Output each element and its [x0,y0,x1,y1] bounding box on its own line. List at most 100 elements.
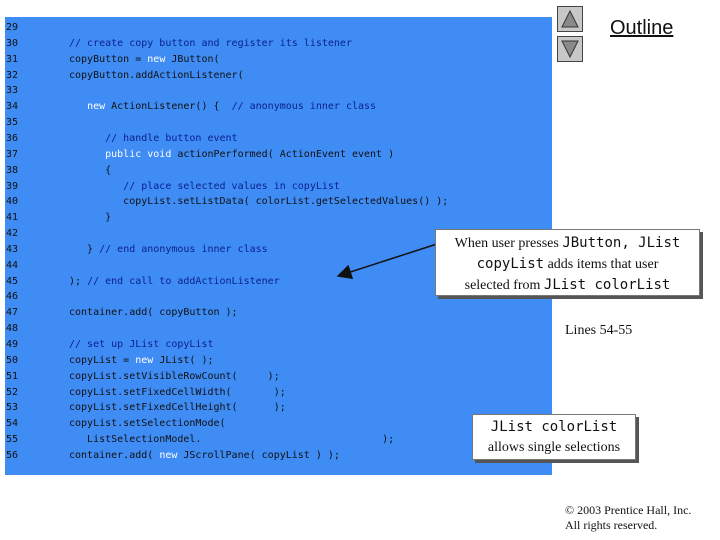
line-number: 48 [6,323,19,335]
callout2-line1-code: JList colorList [490,419,618,435]
code-line: ListSelectionModel. ); [69,434,394,446]
code-text: copyList.setSelectionMode( [69,418,226,430]
callout1-line1-code: JButton, JList [562,235,681,251]
code-text: container.add( [69,449,160,461]
line-number: 33 [6,85,19,97]
code-line: copyList.setVisibleRowCount( ); [69,371,280,383]
line-number: 29 [6,22,19,33]
code-line: // handle button event [69,132,238,145]
comment: // handle button event [105,132,238,144]
previous-slide-button[interactable] [557,6,583,32]
up-triangle-icon [561,10,579,28]
next-slide-button[interactable] [557,36,583,62]
line-number: 41 [6,212,19,224]
colorlist-callout: JList colorList allows single selections [472,414,636,460]
copy-button-callout: When user presses JButton, JList copyLis… [435,229,700,296]
code-text: JButton( [165,53,220,65]
line-number: 37 [6,148,19,160]
line-number: 38 [6,164,19,176]
line-number: 46 [6,291,19,303]
line-number: 50 [6,354,19,366]
callout1-line3-text: selected from [464,278,544,293]
line-number: 44 [6,259,19,271]
comment: // set up JList copyList [69,339,214,350]
code-text: copyList.setListData( colorList.getSelec… [69,196,449,208]
code-line: } [69,212,111,224]
code-line: copyList.setListData( colorList.getSelec… [69,196,448,208]
code-text: copyList.setFixedCellWidth( ); [69,386,286,398]
callout2-line2-text: allows single selections [487,440,621,455]
line-number: 31 [6,53,19,65]
code-text: { [69,164,112,176]
code-text: copyList.setFixedCellHeight( ); [69,402,286,414]
line-number: 51 [6,370,19,382]
code-line: copyList.setFixedCellHeight( ); [69,402,286,414]
code-text: JList( ); [153,354,214,366]
code-line: container.add( new JScrollPane( copyList… [69,450,340,462]
keyword: new [135,354,154,366]
line-number: 32 [6,69,19,81]
line-number: 40 [6,196,19,208]
callout1-line2-text: adds items that user [544,257,659,272]
code-line: copyButton.addActionListener( [69,70,244,82]
callout1-line2-code: copyList [476,256,545,272]
comment: // create copy button and register its l… [69,37,352,49]
line-number: 53 [6,402,19,414]
code-line: copyList.setSelectionMode( [69,418,226,430]
code-line: copyList.setFixedCellWidth( ); [69,387,286,399]
copyright-notice: © 2003 Prentice Hall, Inc. All rights re… [565,503,691,533]
code-text: copyButton.addActionListener( [69,69,244,81]
line-number: 45 [6,275,19,287]
keyword: new [159,449,178,461]
line-number: 34 [6,101,19,113]
code-text: } [69,212,112,224]
line-number: 54 [6,418,19,430]
code-line: // create copy button and register its l… [69,38,352,50]
line-number: 47 [6,307,19,319]
line-number: 42 [6,228,19,240]
code-text: copyButton = [69,53,148,65]
code-line: { [69,165,111,177]
code-text: copyList = [69,354,136,366]
line-number: 49 [6,339,19,350]
keyword: public void [105,148,172,160]
code-line: container.add( copyButton ); [69,307,238,319]
line-number: 35 [6,117,19,129]
code-line: ); // end call to addActionListener [69,276,280,288]
code-text: copyList.setVisibleRowCount( ); [69,370,280,382]
comment: // anonymous inner class [231,101,377,113]
callout1-line1-text: When user presses [454,236,563,251]
code-line: new ActionListener() { // anonymous inne… [69,101,376,113]
code-text: JScrollPane( copyList ) ); [177,449,340,461]
callout1-line3-code: JList colorList [543,277,671,293]
comment: // end call to addActionListener [87,275,280,287]
code-text: } [69,243,100,255]
code-text: ); [69,275,88,287]
code-line: copyButton = new JButton( [69,54,220,66]
copyright-line1: © 2003 Prentice Hall, Inc. [565,503,692,517]
line-number: 30 [6,37,19,49]
code-line: // place selected values in copyList [69,181,340,193]
line-number: 36 [6,132,19,144]
side-label-lines-54-55: Lines 54-55 [565,323,633,338]
code-line: // set up JList copyList [69,339,214,351]
line-number: 56 [6,449,19,461]
code-text: container.add( copyButton ); [69,307,238,319]
down-triangle-icon [561,40,579,58]
code-line: } // end anonymous inner class [69,244,268,256]
line-number: 43 [6,243,19,255]
comment: // place selected values in copyList [123,180,340,192]
keyword: new [87,101,106,113]
line-number: 55 [6,434,19,446]
line-number: 39 [6,180,19,192]
code-line: copyList = new JList( ); [69,355,214,367]
code-text: ActionListener() { [105,101,232,113]
outline-link[interactable]: Outline [610,17,674,39]
line-number: 52 [6,386,19,398]
code-text: actionPerformed( ActionEvent event ) [171,148,395,160]
copyright-line2: All rights reserved. [565,518,658,532]
keyword: new [147,53,166,65]
comment: // end anonymous inner class [99,243,268,255]
code-line: public void actionPerformed( ActionEvent… [69,149,394,161]
